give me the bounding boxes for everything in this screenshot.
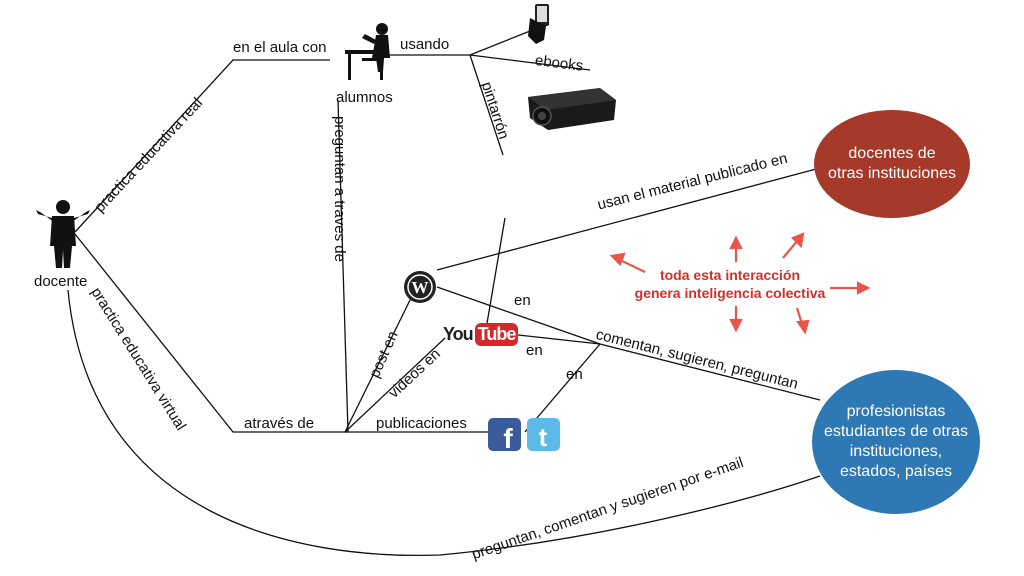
- node-docente: docente: [34, 273, 88, 290]
- node-profesionistas-line-3: instituciones,: [849, 443, 943, 460]
- student-desk-icon: [345, 23, 390, 80]
- edge-to-ebooks: [469, 54, 591, 71]
- youtube-tube-text: Tube: [474, 322, 519, 346]
- projector-icon: [528, 88, 616, 130]
- docente-figure-icon: [36, 200, 90, 268]
- edge-wp-comentan: [436, 286, 601, 345]
- label-usando: usando: [400, 36, 450, 53]
- node-profesionistas-line-1: profesionistas: [846, 403, 946, 420]
- edge-preguntan: [337, 99, 349, 433]
- edge-practica-real: [74, 59, 330, 233]
- node-alumnos: alumnos: [336, 89, 393, 106]
- svg-text:W: W: [412, 278, 429, 297]
- collective-intelligence-message: toda esta interacción genera inteligenci…: [616, 266, 844, 302]
- node-docentes-otras-line-2: otras instituciones: [827, 165, 957, 182]
- label-preguntan-traves: preguntan a traves de: [331, 116, 348, 262]
- youtube-you-text: You: [443, 323, 474, 344]
- node-docentes-otras: docentes de otras instituciones: [814, 110, 970, 218]
- twitter-icon: t: [527, 418, 560, 452]
- message-line-1: toda esta interacción: [659, 267, 801, 283]
- arrow-left-head: [609, 252, 626, 266]
- node-profesionistas-line-2: estudiantes de otras: [823, 423, 969, 440]
- node-profesionistas: profesionistas estudiantes de otras inst…: [812, 370, 980, 514]
- tablet-hand-icon: [528, 4, 549, 44]
- label-atraves: através de: [244, 415, 315, 432]
- label-publicaciones: publicaciones: [376, 415, 467, 432]
- arrow-down-1-head: [729, 318, 743, 333]
- label-en-aula: en el aula con: [233, 39, 327, 56]
- edge-practica-virtual: [74, 233, 348, 433]
- arrow-up-right: [782, 239, 799, 259]
- label-en-twitter: en: [566, 366, 583, 383]
- node-docentes-otras-line-1: docentes de: [848, 145, 936, 162]
- edge-usan-material: [436, 167, 821, 271]
- facebook-icon: f: [488, 418, 521, 454]
- edge-vertical-cross: [484, 217, 506, 336]
- arrow-up-1-head: [729, 235, 743, 250]
- label-en-youtube: en: [526, 342, 543, 359]
- node-profesionistas-line-4: estados, países: [839, 463, 953, 480]
- arrow-down-right-head: [796, 319, 810, 335]
- edge-tw-comentan: [524, 343, 601, 433]
- message-line-2: genera inteligencia colectiva: [634, 285, 826, 301]
- arrow-right-head: [856, 281, 871, 295]
- edge-videos: [344, 337, 446, 433]
- label-en-wordpress: en: [514, 292, 531, 309]
- svg-text:f: f: [503, 423, 513, 454]
- edge-email: [67, 289, 821, 557]
- arrow-left: [617, 258, 646, 273]
- wordpress-icon: W: [404, 271, 436, 303]
- youtube-icon: You Tube: [443, 322, 519, 346]
- edge-comentan: [599, 343, 821, 401]
- edge-post: [344, 289, 416, 433]
- edge-to-pintarron: [469, 54, 504, 156]
- arrow-up-right-head: [791, 232, 805, 249]
- svg-text:t: t: [539, 422, 548, 452]
